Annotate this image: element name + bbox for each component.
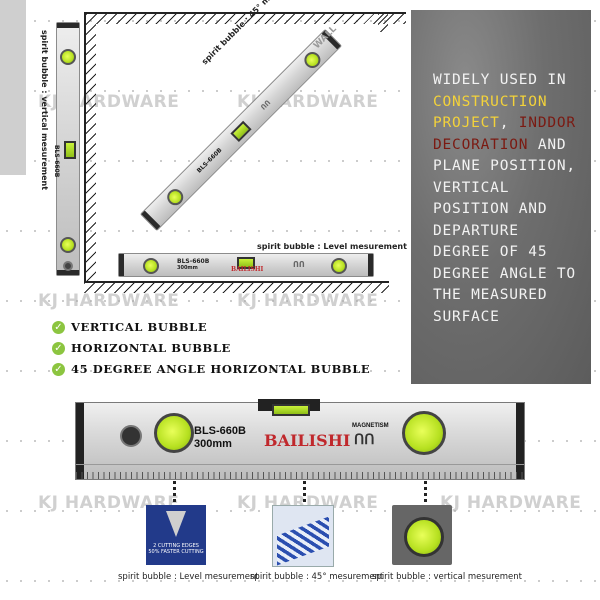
horizontal-level-vial-left xyxy=(143,258,159,274)
thumb-vertical xyxy=(392,505,452,565)
thumb-level: 2 CUTTING EDGES 50% FASTER CUTTING xyxy=(146,505,206,565)
diagonal-level: ՈՈ BLS-660B xyxy=(139,28,343,232)
model-number: BLS-660B xyxy=(194,425,246,437)
diagonal-level-vial xyxy=(163,185,187,209)
watermark: KJ HARDWARE xyxy=(38,493,180,513)
thumb-caption: spirit bubble : vertical mesurement xyxy=(372,572,522,582)
thumb-45 xyxy=(272,505,334,567)
feature-item: ✓ VERTICAL BUBBLE xyxy=(52,320,207,334)
thumb-inset-text: 2 CUTTING EDGES 50% FASTER CUTTING xyxy=(148,543,204,555)
hang-hole xyxy=(63,261,73,271)
ceiling-hatch xyxy=(86,14,406,24)
vertical-level-model: BLS-660B xyxy=(53,145,60,178)
floor-hatch xyxy=(84,283,389,293)
endcap xyxy=(368,254,373,276)
horizontal-level-size: 300mm xyxy=(177,265,198,271)
connector xyxy=(303,481,306,503)
endcap xyxy=(57,270,79,275)
check-icon: ✓ xyxy=(52,341,65,355)
floor-line xyxy=(84,281,389,283)
vertical-level-vial-top xyxy=(60,49,76,65)
horizontal-level: BLS-660B 300mm BAILISHI ՈՈ xyxy=(118,253,374,277)
feature-label: VERTICAL BUBBLE xyxy=(71,320,208,334)
hang-hole xyxy=(120,425,142,447)
vertical-label: spirit bubble : vertical mesurement xyxy=(40,30,49,191)
watermark: KJ HARDWARE xyxy=(237,291,379,311)
right-vial xyxy=(402,411,446,455)
diagonal-level-vial-center xyxy=(230,120,252,143)
ceiling-line xyxy=(84,12,406,14)
diagonal-label: spirit bubble : 45° mesurement xyxy=(200,0,307,67)
check-icon: ✓ xyxy=(52,320,65,334)
panel-rest: AND PLANE POSITION, VERTICAL POSITION AN… xyxy=(433,136,576,325)
endcap xyxy=(57,23,79,28)
ceiling-corner-hatch xyxy=(378,14,388,32)
vertical-vial-icon xyxy=(404,517,444,557)
vertical-level-vial-center xyxy=(64,141,76,159)
feature-label: HORIZONTAL BUBBLE xyxy=(71,341,231,355)
info-panel: WIDELY USED IN CONSTRUCTION PROJECT, IND… xyxy=(411,10,591,384)
diagonal-level-magnet: ՈՈ xyxy=(259,98,273,112)
vertical-level xyxy=(56,22,80,276)
endcap xyxy=(119,254,124,276)
panel-highlight-red: INDDOR DECORATION xyxy=(433,115,576,153)
wall-hatch xyxy=(86,14,96,282)
magnet-icon: ՈՈ xyxy=(354,431,375,447)
wall-line xyxy=(84,14,86,282)
watermark: KJ HARDWARE xyxy=(38,291,180,311)
level-product: BLS-660B 300mm BAILISHI MAGNETISM ՈՈ xyxy=(75,399,525,480)
brand-name: BAILISHI xyxy=(264,431,351,450)
size-label: 300mm xyxy=(194,438,232,450)
horizontal-level-vial-right xyxy=(331,258,347,274)
panel-highlight-yellow: CONSTRUCTION PROJECT xyxy=(433,93,548,132)
feature-item: ✓ 45 DEGREE ANGLE HORIZONTAL BUBBLE xyxy=(52,362,370,376)
diagonal-level-model: BLS-660B xyxy=(195,146,224,175)
endcap xyxy=(141,210,161,230)
panel-comma: , xyxy=(499,115,519,131)
check-icon: ✓ xyxy=(52,362,65,376)
panel-line1: WIDELY USED IN xyxy=(433,72,567,88)
diagonal-level-vial xyxy=(301,48,324,72)
blade-icon xyxy=(166,511,186,537)
connector xyxy=(424,481,427,503)
endcap xyxy=(76,403,84,479)
feature-label: 45 DEGREE ANGLE HORIZONTAL BUBBLE xyxy=(71,362,371,376)
ruler-scale xyxy=(76,464,524,479)
horizontal-label: spirit bubble : Level mesurement xyxy=(257,242,407,251)
info-panel-text: WIDELY USED IN CONSTRUCTION PROJECT, IND… xyxy=(433,70,583,328)
top-vial xyxy=(272,404,310,416)
vertical-level-vial-bottom xyxy=(60,237,76,253)
connector xyxy=(173,481,176,503)
edge-block xyxy=(0,0,26,175)
horizontal-level-model: BLS-660B xyxy=(177,258,210,265)
magnet-icon: ՈՈ xyxy=(293,260,305,269)
feature-item: ✓ HORIZONTAL BUBBLE xyxy=(52,341,231,355)
magnetism-label: MAGNETISM xyxy=(352,423,389,429)
angle-icon xyxy=(277,516,329,566)
thumb-caption: spirit bubble : Level mesurement xyxy=(118,572,259,582)
thumb-caption: spirit bubble : 45° mesurement xyxy=(250,572,384,582)
left-vial xyxy=(154,413,194,453)
horizontal-level-vial-center xyxy=(237,257,255,269)
watermark: KJ HARDWARE xyxy=(440,493,582,513)
endcap xyxy=(516,403,524,479)
horizontal-level-brand: BAILISHI xyxy=(231,266,264,273)
